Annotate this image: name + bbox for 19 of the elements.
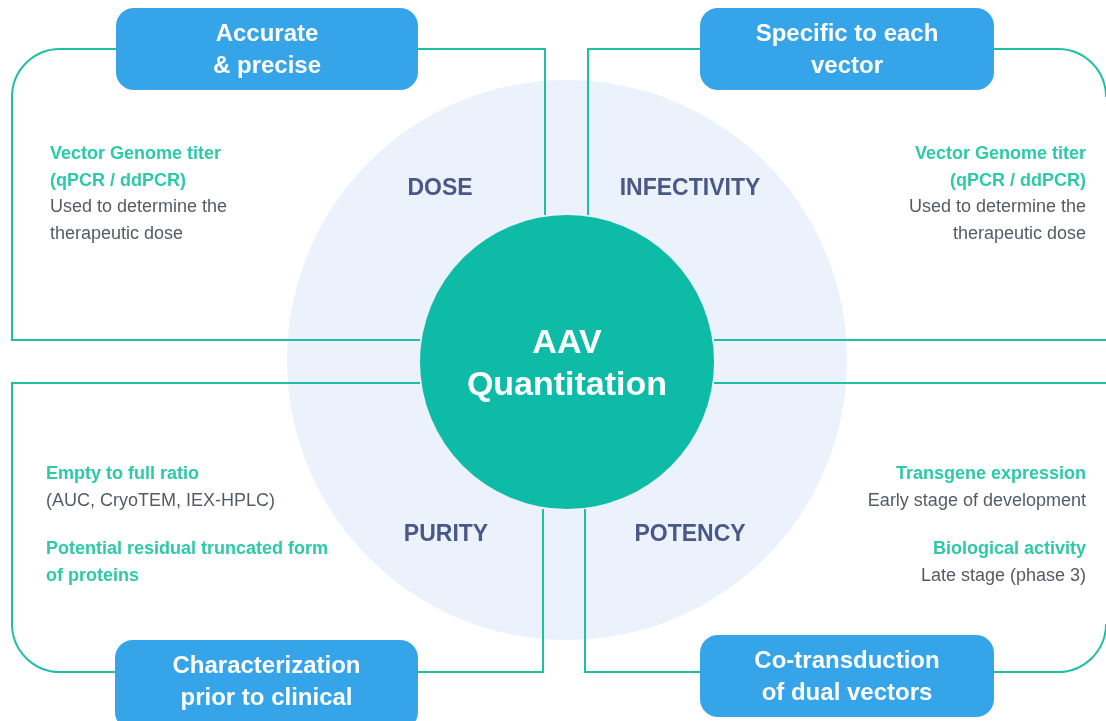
heading-tag: Specific to each vector — [700, 8, 994, 90]
metric-title: Vector Genome titer (qPCR / ddPCR) — [50, 142, 223, 192]
quadrant-label: POTENCY — [634, 518, 746, 548]
heading-tag: Characterization prior to clinical — [115, 640, 418, 721]
metric-description: Early stage of development — [866, 488, 1086, 512]
quadrant-label: DOSE — [407, 172, 473, 202]
metric-title: Potential residual truncated form of proteins — [46, 537, 330, 587]
quadrant-label: PURITY — [403, 518, 489, 548]
metric-title: Transgene expression — [894, 462, 1086, 485]
metric-description: Used to determine the therapeutic dose — [907, 195, 1086, 245]
metric-description: Used to determine the therapeutic dose — [50, 195, 229, 245]
metric-title: Empty to full ratio — [46, 462, 200, 485]
metric-title: Vector Genome titer (qPCR / ddPCR) — [913, 142, 1086, 192]
heading-tag: Co-transduction of dual vectors — [700, 635, 994, 717]
quadrant-label: INFECTIVITY — [619, 172, 761, 202]
metric-title: Biological activity — [931, 537, 1086, 560]
metric-description: Late stage (phase 3) — [919, 563, 1086, 587]
metric-description: (AUC, CryoTEM, IEX-HPLC) — [46, 488, 277, 512]
heading-tag: Accurate & precise — [116, 8, 418, 90]
